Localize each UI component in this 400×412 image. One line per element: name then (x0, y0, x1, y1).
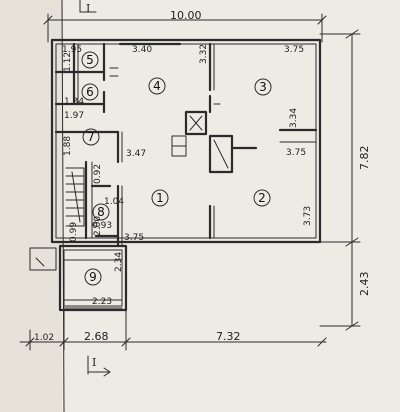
dim-bottom-1: 1.02 (34, 333, 54, 343)
right-dimension-line (319, 29, 361, 331)
dim-bottom-2: 2.68 (84, 330, 109, 343)
outer-walls (29, 38, 322, 312)
room-5-label: 5 (86, 53, 94, 67)
room-6-label: 6 (86, 85, 94, 99)
room-4-circle (148, 77, 166, 95)
room-1-circle (151, 189, 169, 207)
dim-1-95: 1.95 (62, 45, 82, 55)
room-7-circle (82, 128, 100, 146)
dim-1-34: 1.34 (64, 97, 84, 107)
room-3-label: 3 (259, 80, 267, 94)
dim-0-93: 0.93 (92, 221, 112, 231)
dim-overall-width: 10.00 (170, 9, 202, 22)
dim-2-23: 2.23 (92, 297, 112, 307)
dim-extension: 2.43 (358, 272, 371, 297)
dim-0-92: 0.92 (93, 164, 103, 184)
porch-detail (63, 259, 123, 309)
room-6-circle (81, 83, 99, 101)
dim-3-47: 3.47 (126, 149, 146, 159)
dim-1-88: 1.88 (63, 136, 73, 156)
dim-3-34: 3.34 (289, 108, 299, 128)
dim-3-32: 3.32 (199, 44, 209, 64)
bottom-dimension-line (19, 309, 327, 351)
dim-3-40: 3.40 (132, 45, 152, 55)
room-8-label: 8 (97, 205, 105, 219)
room-1-label: 1 (156, 191, 164, 205)
dim-2-34: 2.34 (114, 252, 124, 272)
dim-3-75-top: 3.75 (284, 45, 304, 55)
dim-1-12: 1.12 (63, 52, 73, 72)
room-2-circle (253, 189, 271, 207)
room-4-label: 4 (153, 79, 161, 93)
room-2-label: 2 (258, 191, 266, 205)
dim-1-04: 1.04 (104, 197, 124, 207)
section-marker-bottom (87, 355, 111, 377)
dim-1-97: 1.97 (64, 111, 84, 121)
room-7-label: 7 (87, 130, 95, 144)
room-3-circle (254, 78, 272, 96)
section-marker-top (79, 0, 97, 13)
dim-2-00: 2.00 (93, 216, 103, 236)
dim-0-99: 0.99 (69, 222, 79, 242)
staircase (65, 167, 85, 227)
top-dimension-line (43, 13, 327, 43)
room-9-label: 9 (89, 270, 97, 284)
room-markers (81, 51, 272, 286)
section-label-bottom: I (92, 356, 96, 369)
room-5-circle (81, 51, 99, 69)
dim-overall-height: 7.82 (358, 146, 371, 171)
dim-3-75-mid: 3.75 (286, 148, 306, 158)
section-label-top: I (86, 2, 90, 15)
dim-3-73: 3.73 (303, 206, 313, 226)
room-9-circle (84, 268, 102, 286)
dim-bottom-3: 7.32 (216, 330, 241, 343)
dim-3-75-low: 3.75 (124, 233, 144, 243)
interior-walls (54, 42, 318, 248)
room-8-circle (92, 203, 110, 221)
